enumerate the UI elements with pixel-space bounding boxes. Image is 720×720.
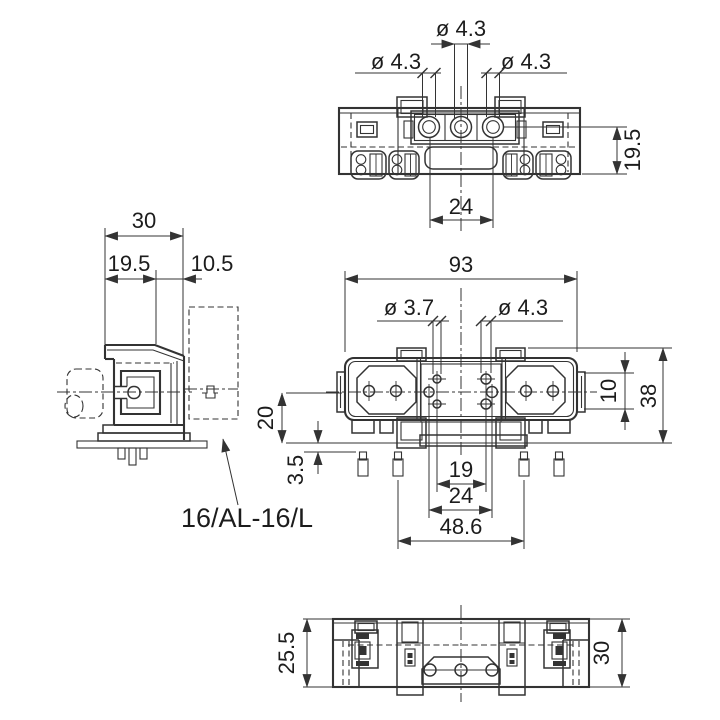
side-view: 30 19.5 10.5 <box>57 208 313 533</box>
plan-compartment-right <box>505 365 566 415</box>
dim-plan-base-to-center: 20 <box>253 406 278 430</box>
plan-pins <box>357 451 565 477</box>
top-tab-right <box>494 96 526 118</box>
dim-plan-dia-large: ø 4.3 <box>498 295 548 320</box>
side-mounting-panel <box>76 440 208 449</box>
plan-tab-bottom-left <box>396 417 427 449</box>
side-pin <box>139 447 148 460</box>
dim-side-body-width: 19.5 <box>108 251 151 276</box>
dim-side-overhang: 10.5 <box>191 251 234 276</box>
callout-arrow <box>221 438 239 506</box>
plan-compartment-left <box>356 365 417 415</box>
bottom-tab-left <box>396 618 424 696</box>
bottom-terminal-left <box>351 629 379 669</box>
bottom-center-plate <box>421 656 501 685</box>
callout-label-text: 16/AL-16/L <box>181 503 313 533</box>
dim-top-height: 19.5 <box>620 129 645 172</box>
dim-side-overall-width: 30 <box>132 208 156 233</box>
plan-bottom-plate <box>419 434 528 447</box>
side-pin <box>128 447 137 466</box>
top-view: ø 4.3 ø 4.3 ø 4.3 19.5 24 <box>337 16 645 233</box>
dim-bottom-height-left: 25.5 <box>274 632 299 675</box>
dim-top-dia-left: ø 4.3 <box>371 49 421 74</box>
side-pin <box>117 447 126 460</box>
bottom-terminal-right <box>543 629 571 669</box>
side-c-profile <box>119 369 162 416</box>
top-corner-fittings-left <box>350 150 420 180</box>
dim-plan-spacing-mid: 24 <box>449 483 473 508</box>
plan-tab-bottom-right <box>495 417 526 449</box>
plan-tab-top-right <box>495 347 526 362</box>
port-hole-left <box>417 115 441 139</box>
dim-plan-overall-height: 38 <box>636 384 661 408</box>
dim-bottom-height-right: 30 <box>589 641 614 665</box>
dim-plan-boss-height: 10 <box>596 379 621 403</box>
bottom-view: 25.5 30 <box>274 605 630 702</box>
dim-plan-spacing-inner: 19 <box>449 457 473 482</box>
dim-plan-spacing-outer: 48.6 <box>440 514 483 539</box>
plan-tab-top-left <box>396 347 427 362</box>
dim-top-dia-center: ø 4.3 <box>436 16 486 41</box>
side-phantom-coil <box>66 368 104 419</box>
top-body-outline <box>337 106 582 176</box>
dim-plan-overall-width: 93 <box>449 252 473 277</box>
top-tab-left <box>396 96 428 118</box>
dim-plan-dia-small: ø 3.7 <box>384 295 434 320</box>
plan-view: 93 ø 3.7 ø 4.3 38 10 20 3. <box>253 252 672 549</box>
dim-top-dia-right: ø 4.3 <box>501 49 551 74</box>
port-hole-right <box>481 115 505 139</box>
bottom-tab-right <box>498 618 526 696</box>
dim-plan-pin-offset: 3.5 <box>283 455 308 486</box>
side-phantom-accessory <box>188 306 239 420</box>
dim-top-port-spacing: 24 <box>449 194 473 219</box>
